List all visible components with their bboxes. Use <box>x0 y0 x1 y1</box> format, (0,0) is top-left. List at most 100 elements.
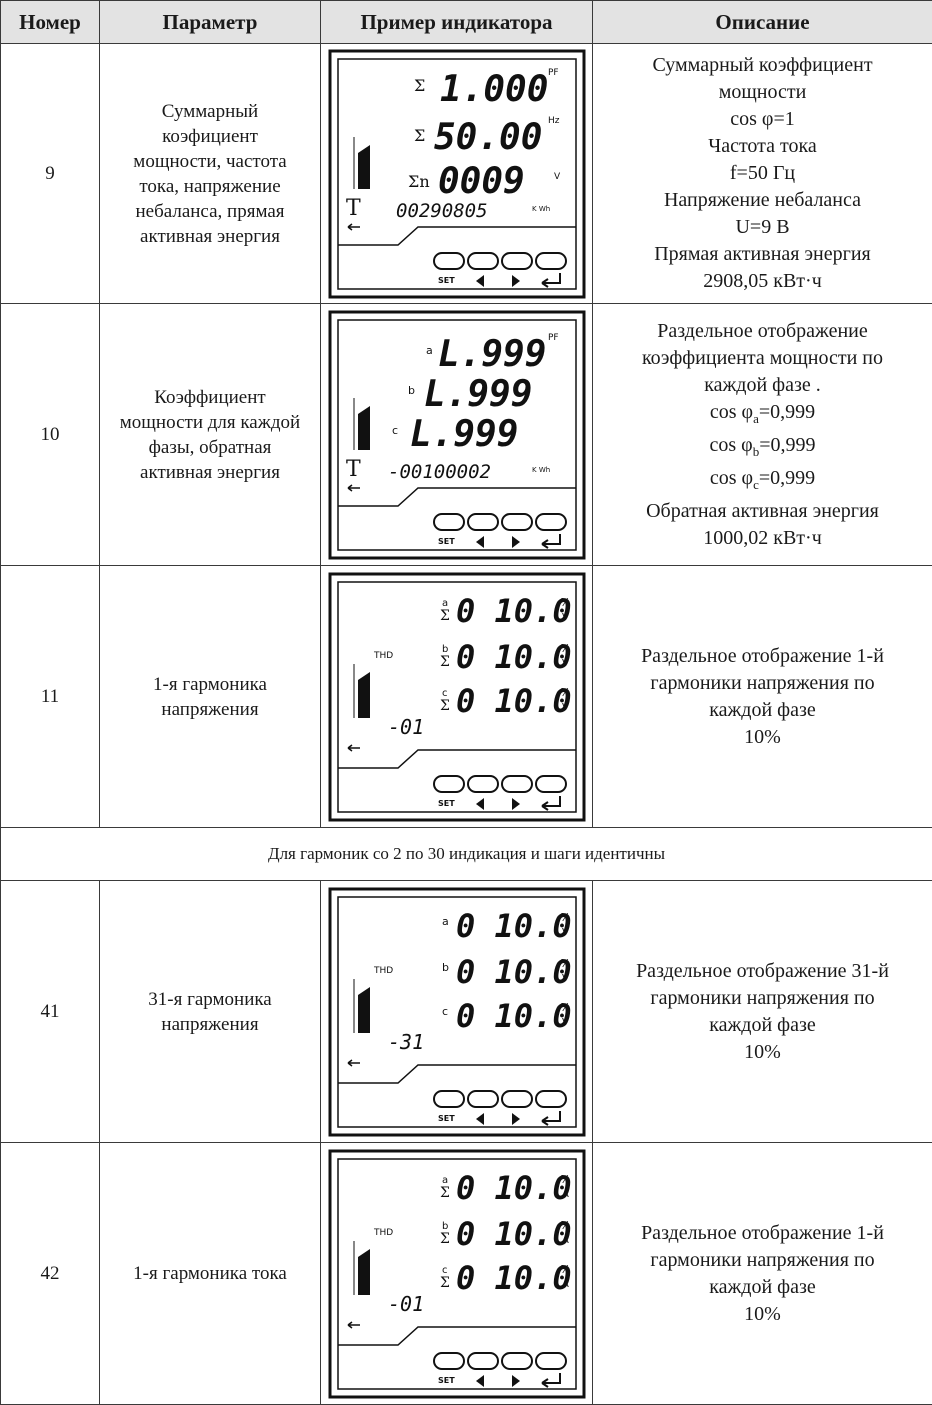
lcd-value: 0 10.0 <box>456 1169 572 1207</box>
lcd-unit: % <box>560 686 570 699</box>
right-button[interactable] <box>502 1353 532 1369</box>
lcd-buttons: SET <box>434 253 566 287</box>
lcd-unit: % <box>560 596 570 609</box>
set-button[interactable] <box>434 253 464 269</box>
sigma-icon: Σ <box>440 1275 450 1291</box>
left-button[interactable] <box>468 253 498 269</box>
enter-button[interactable] <box>536 1353 566 1369</box>
row-number: 42 <box>1 1143 100 1405</box>
lcd-bottom-value: 00290805 <box>396 200 488 222</box>
lcd-indicator: THD a 0 10.0 % V b 0 10.0 % V c 0 10.0 <box>328 887 586 1137</box>
lcd-value: 0 10.0 <box>456 997 572 1035</box>
row-description: Суммарный коэффициент мощности cos φ=1 Ч… <box>593 44 932 304</box>
lcd-prefix: b <box>408 384 415 397</box>
lcd-bottom-unit: K Wh <box>532 205 550 213</box>
table-row: 11 1-я гармоника напряжения THD a <box>1 566 932 828</box>
tariff-icon: T <box>346 457 361 482</box>
lcd-subunit: V <box>562 927 569 938</box>
enter-icon <box>542 1111 560 1125</box>
triangle-right-icon <box>512 536 520 548</box>
thd-label: THD <box>373 966 393 976</box>
set-button[interactable] <box>434 1091 464 1107</box>
sigma-icon: Σ <box>440 698 450 714</box>
triangle-left-icon <box>476 536 484 548</box>
right-button[interactable] <box>502 1091 532 1107</box>
arrow-left-icon <box>348 1060 360 1066</box>
row-display: T a L.999 PF b L.999 c L.999 -00100002 K… <box>321 304 593 566</box>
tariff-icon: T <box>346 196 361 221</box>
lcd-bottom-unit: K Wh <box>532 466 550 474</box>
row-display: THD a Σ 0 10.0 % V b Σ 0 10.0 % V <box>321 566 593 828</box>
row-number: 11 <box>1 566 100 828</box>
enter-button[interactable] <box>536 253 566 269</box>
enter-icon <box>542 796 560 810</box>
lcd-prefix: c <box>392 424 398 437</box>
lcd-indicator: THD a Σ 0 10.0 % A b Σ 0 10.0 % A <box>328 1149 586 1399</box>
load-bar-icon <box>354 979 370 1033</box>
table-row: 41 31-я гармоника напряжения THD a <box>1 881 932 1143</box>
set-button[interactable] <box>434 776 464 792</box>
lcd-bottom-value: -01 <box>388 1292 424 1316</box>
lcd-prefix: a <box>426 344 433 357</box>
lcd-value: 1.000 <box>440 69 548 110</box>
arrow-left-icon <box>348 224 360 230</box>
enter-icon <box>542 534 560 548</box>
load-bar-icon <box>354 137 370 189</box>
thd-label: THD <box>373 651 393 661</box>
set-button-label: SET <box>438 537 455 546</box>
lcd-value: 0 10.0 <box>456 1259 572 1297</box>
table-row: 42 1-я гармоника тока THD a Σ <box>1 1143 932 1405</box>
lcd-subunit: V <box>562 973 569 984</box>
lcd-value: 0 10.0 <box>456 682 572 720</box>
set-button-label: SET <box>438 1376 455 1385</box>
sigma-icon: Σ <box>440 1185 450 1201</box>
lcd-prefix: c <box>442 1005 448 1018</box>
note-row: Для гармоник со 2 по 30 индикация и шаги… <box>1 828 932 881</box>
lcd-value: L.999 <box>410 414 518 455</box>
lcd-subunit: V <box>562 1017 569 1028</box>
sigma-icon: Σ <box>440 654 450 670</box>
lcd-indicator: T Σ 1.000 PF Σ 50.00 Hz Σn 0009 V 002908… <box>328 49 586 299</box>
triangle-left-icon <box>476 798 484 810</box>
table-row: 10 Коэффициент мощности для каждой фазы,… <box>1 304 932 566</box>
arrow-left-icon <box>348 745 360 751</box>
left-button[interactable] <box>468 1091 498 1107</box>
right-button[interactable] <box>502 514 532 530</box>
lcd-value: 0 10.0 <box>456 953 572 991</box>
lcd-subunit: V <box>562 612 569 623</box>
lcd-value: L.999 <box>438 334 546 375</box>
left-button[interactable] <box>468 1353 498 1369</box>
row-parameter: 31-я гармоника напряжения <box>100 881 321 1143</box>
lcd-value: 0009 <box>438 161 525 202</box>
row-description: Раздельное отображение 1-й гармоники нап… <box>593 566 932 828</box>
enter-button[interactable] <box>536 776 566 792</box>
right-button[interactable] <box>502 776 532 792</box>
header-description: Описание <box>593 1 932 44</box>
arrow-left-icon <box>348 1322 360 1328</box>
lcd-value: 0 10.0 <box>456 1215 572 1253</box>
right-button[interactable] <box>502 253 532 269</box>
lcd-prefix: Σ <box>414 76 425 95</box>
lcd-value: 0 10.0 <box>456 592 572 630</box>
enter-button[interactable] <box>536 1091 566 1107</box>
lcd-subunit: V <box>562 702 569 713</box>
triangle-right-icon <box>512 1375 520 1387</box>
left-button[interactable] <box>468 776 498 792</box>
set-button[interactable] <box>434 1353 464 1369</box>
left-button[interactable] <box>468 514 498 530</box>
header-parameter: Параметр <box>100 1 321 44</box>
row-display: T Σ 1.000 PF Σ 50.00 Hz Σn 0009 V 002908… <box>321 44 593 304</box>
lcd-value: L.999 <box>424 374 532 415</box>
table-row: 9 Суммарный коэфициент мощности, частота… <box>1 44 932 304</box>
lcd-bottom-value: -31 <box>388 1030 424 1054</box>
enter-icon <box>542 1373 560 1387</box>
set-button[interactable] <box>434 514 464 530</box>
enter-button[interactable] <box>536 514 566 530</box>
triangle-left-icon <box>476 1375 484 1387</box>
lcd-unit: % <box>560 911 570 924</box>
row-display: THD a Σ 0 10.0 % A b Σ 0 10.0 % A <box>321 1143 593 1405</box>
lcd-unit: % <box>560 957 570 970</box>
lcd-bottom-value: -01 <box>388 715 424 739</box>
row-parameter: Коэффициент мощности для каждой фазы, об… <box>100 304 321 566</box>
